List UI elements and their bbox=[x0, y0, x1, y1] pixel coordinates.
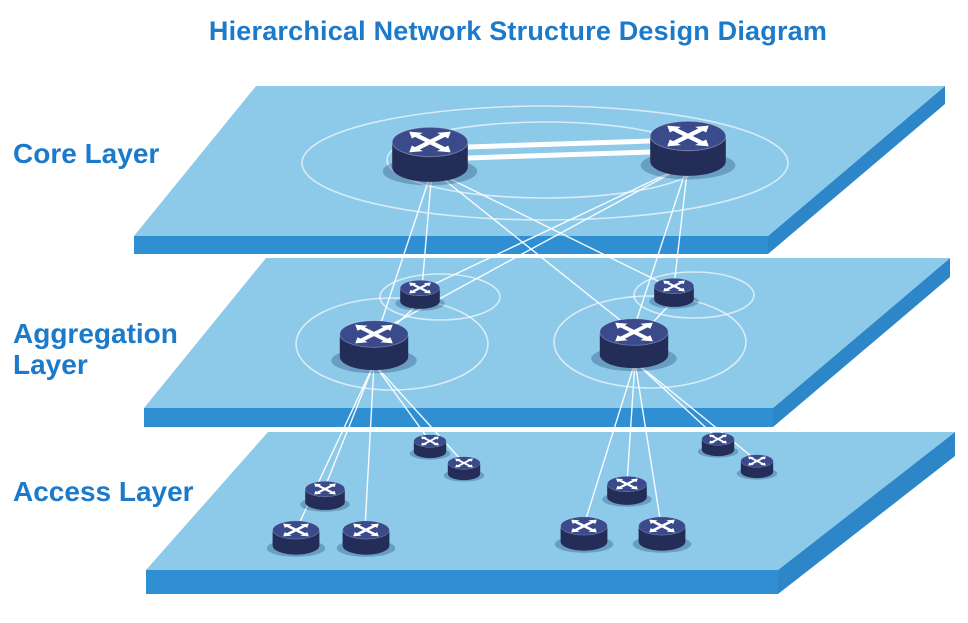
label-core-layer: Core Layer bbox=[13, 138, 160, 169]
link-line bbox=[634, 361, 718, 439]
access-switch-icon bbox=[697, 432, 739, 458]
access-switch-icon bbox=[300, 481, 350, 512]
access-switch-icon bbox=[602, 476, 652, 507]
diagram-title: Hierarchical Network Structure Design Di… bbox=[208, 16, 828, 46]
link-line bbox=[431, 169, 669, 287]
aggregation-switch-big-left-icon bbox=[331, 320, 417, 374]
access-switch-icon bbox=[554, 516, 614, 553]
access-switch-icon bbox=[736, 454, 778, 480]
aggregation-switch-small-left-icon bbox=[395, 280, 445, 311]
group-ring bbox=[633, 271, 755, 319]
link-line bbox=[634, 361, 757, 461]
group-ring bbox=[553, 295, 747, 389]
access-switch-icon bbox=[266, 520, 326, 557]
core-switch-1-icon bbox=[382, 126, 478, 186]
aggregation-switch-small-right-icon bbox=[649, 278, 699, 309]
aggregation-layer-platform-front-edge bbox=[144, 408, 773, 427]
core-switch-2-icon bbox=[640, 120, 736, 180]
access-switch-icon bbox=[443, 456, 485, 482]
link-line bbox=[373, 363, 464, 463]
core-trunk-link bbox=[465, 149, 653, 161]
core-layer-platform-front-edge bbox=[134, 236, 768, 254]
access-switch-icon bbox=[632, 516, 692, 553]
core-layer-platform-side-edge bbox=[768, 86, 945, 254]
group-ring bbox=[379, 273, 501, 321]
access-switch-icon bbox=[336, 520, 396, 557]
link-line bbox=[626, 361, 636, 484]
aggregation-layer-platform-side-edge bbox=[773, 258, 950, 427]
access-switch-icon bbox=[409, 434, 451, 460]
access-layer-platform-front-edge bbox=[146, 570, 778, 594]
link-line bbox=[324, 363, 375, 488]
core-trunk-link bbox=[465, 138, 653, 150]
aggregation-layer-platform bbox=[144, 258, 950, 408]
link-line bbox=[583, 361, 636, 526]
link-line bbox=[421, 169, 433, 289]
access-layer-platform-side-edge bbox=[778, 432, 955, 594]
aggregation-switch-big-right-icon bbox=[591, 318, 677, 372]
link-line bbox=[425, 163, 689, 289]
link-line bbox=[633, 163, 689, 329]
group-ring bbox=[301, 105, 789, 221]
label-aggregation-layer: Aggregation Layer bbox=[13, 318, 178, 381]
label-access-layer: Access Layer bbox=[13, 476, 194, 507]
link-line bbox=[373, 363, 430, 441]
core-layer-platform bbox=[134, 86, 945, 236]
link-line bbox=[377, 169, 433, 333]
link-line bbox=[673, 163, 689, 287]
link-line bbox=[634, 361, 662, 526]
link-line bbox=[364, 363, 375, 529]
